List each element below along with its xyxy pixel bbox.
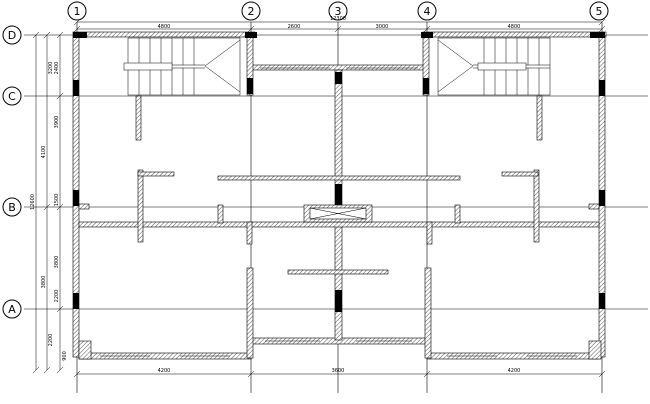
dim-left-seg-7: 2200 (48, 334, 54, 347)
dim-left-seg-3: 3900 (54, 116, 60, 129)
column-c5 (599, 80, 605, 96)
column-a1 (73, 293, 79, 309)
dim-top-span-4: 4800 (508, 24, 521, 30)
grid-bubble-1-label: 1 (74, 5, 81, 18)
dim-top-span-3: 3000 (376, 24, 389, 30)
wall-bottom-right-ext (588, 340, 602, 360)
wall-right-stub-3 (426, 221, 433, 245)
wall-lower-h (287, 269, 389, 275)
grid-bubble-5: 5 (589, 1, 609, 21)
dim-left-seg-1: 3200 (48, 62, 54, 75)
structural-columns (73, 32, 605, 312)
wall-left-stub-2 (217, 204, 224, 224)
wall-left-v (137, 169, 144, 243)
dimension-lines (32, 18, 606, 378)
dim-left-seg-2: 2400 (54, 62, 60, 75)
grid-bubble-4-label: 4 (424, 5, 431, 18)
column-b5 (599, 190, 605, 206)
wall-left-stub-1 (135, 95, 142, 141)
dim-top-span-1: 4800 (158, 24, 171, 30)
column-d5 (590, 32, 605, 38)
grid-bubble-d-label: D (8, 29, 16, 42)
dimension-texts: 12300 4800 2600 3000 4800 4200 3600 4200… (30, 16, 520, 374)
dim-top-span-2: 2600 (288, 24, 301, 30)
grid-bubble-d: D (2, 25, 22, 45)
grid-bubble-2: 2 (241, 1, 261, 21)
column-d4 (421, 32, 433, 38)
dim-left-seg-5: 3800 (54, 256, 60, 269)
wall-top-right (422, 31, 607, 38)
wall-center-h (217, 175, 461, 181)
grid-bubble-c: C (2, 86, 22, 106)
wall-left-stub-4 (78, 203, 90, 210)
stair-left (123, 37, 241, 96)
wall-right-stub-1 (536, 95, 543, 141)
dim-left-seg-6: 2200 (54, 290, 60, 303)
column-c4 (423, 78, 429, 94)
grid-bubble-a-label: A (8, 303, 16, 316)
dim-left-tier-2: 3800 (41, 276, 47, 289)
grid-bubble-3-label: 3 (335, 5, 342, 18)
dim-left-seg-8: 900 (62, 351, 68, 361)
windows (100, 67, 577, 357)
grid-bubble-1: 1 (67, 1, 87, 21)
column-d1 (73, 32, 87, 38)
grid-bubble-5-label: 5 (596, 5, 603, 18)
wall-top-left (72, 31, 256, 38)
wall-notch-right (424, 267, 432, 359)
dim-left-tier-1: 4100 (41, 146, 47, 159)
wall-mid-top (250, 64, 428, 71)
column-c2 (247, 78, 253, 94)
grid-bubble-b: B (2, 197, 22, 217)
dim-bottom-span-1: 4200 (158, 368, 171, 374)
column-a5 (599, 293, 605, 309)
dim-bottom-span-2: 3600 (332, 368, 345, 374)
row-bubbles: D C B A (2, 25, 22, 319)
wall-right-stub-4 (588, 203, 600, 210)
wall-left-h (137, 171, 175, 177)
dim-left-overall: 12600 (30, 194, 36, 210)
wall-bottom-left-ext (78, 340, 92, 360)
grid-bubble-2-label: 2 (248, 5, 255, 18)
dim-top-overall: 12300 (330, 16, 346, 22)
column-bubbles: 1 2 3 4 5 (67, 1, 609, 21)
grid-bubble-c-label: C (8, 90, 16, 103)
column-b3 (335, 184, 342, 206)
wall-right-v (533, 169, 540, 243)
grid-bubble-4: 4 (417, 1, 437, 21)
column-a3 (335, 290, 342, 312)
dim-bottom-span-3: 4200 (508, 368, 521, 374)
wall-right-stub-2 (454, 204, 461, 224)
wall-corridor-long (78, 221, 600, 228)
column-c3 (335, 72, 342, 84)
wall-left-stub-3 (246, 221, 253, 245)
wall-right-h (501, 171, 539, 177)
column-b1 (73, 190, 79, 206)
column-d2 (245, 32, 257, 38)
dim-left-seg-4: 1500 (54, 194, 60, 207)
column-c1 (73, 80, 79, 96)
grid-bubble-b-label: B (8, 201, 16, 214)
grid-bubble-3: 3 (328, 1, 348, 21)
stair-right (437, 37, 551, 96)
wall-notch-left (246, 267, 254, 359)
elevator-shaft (303, 204, 373, 223)
grid-bubble-a: A (2, 299, 22, 319)
